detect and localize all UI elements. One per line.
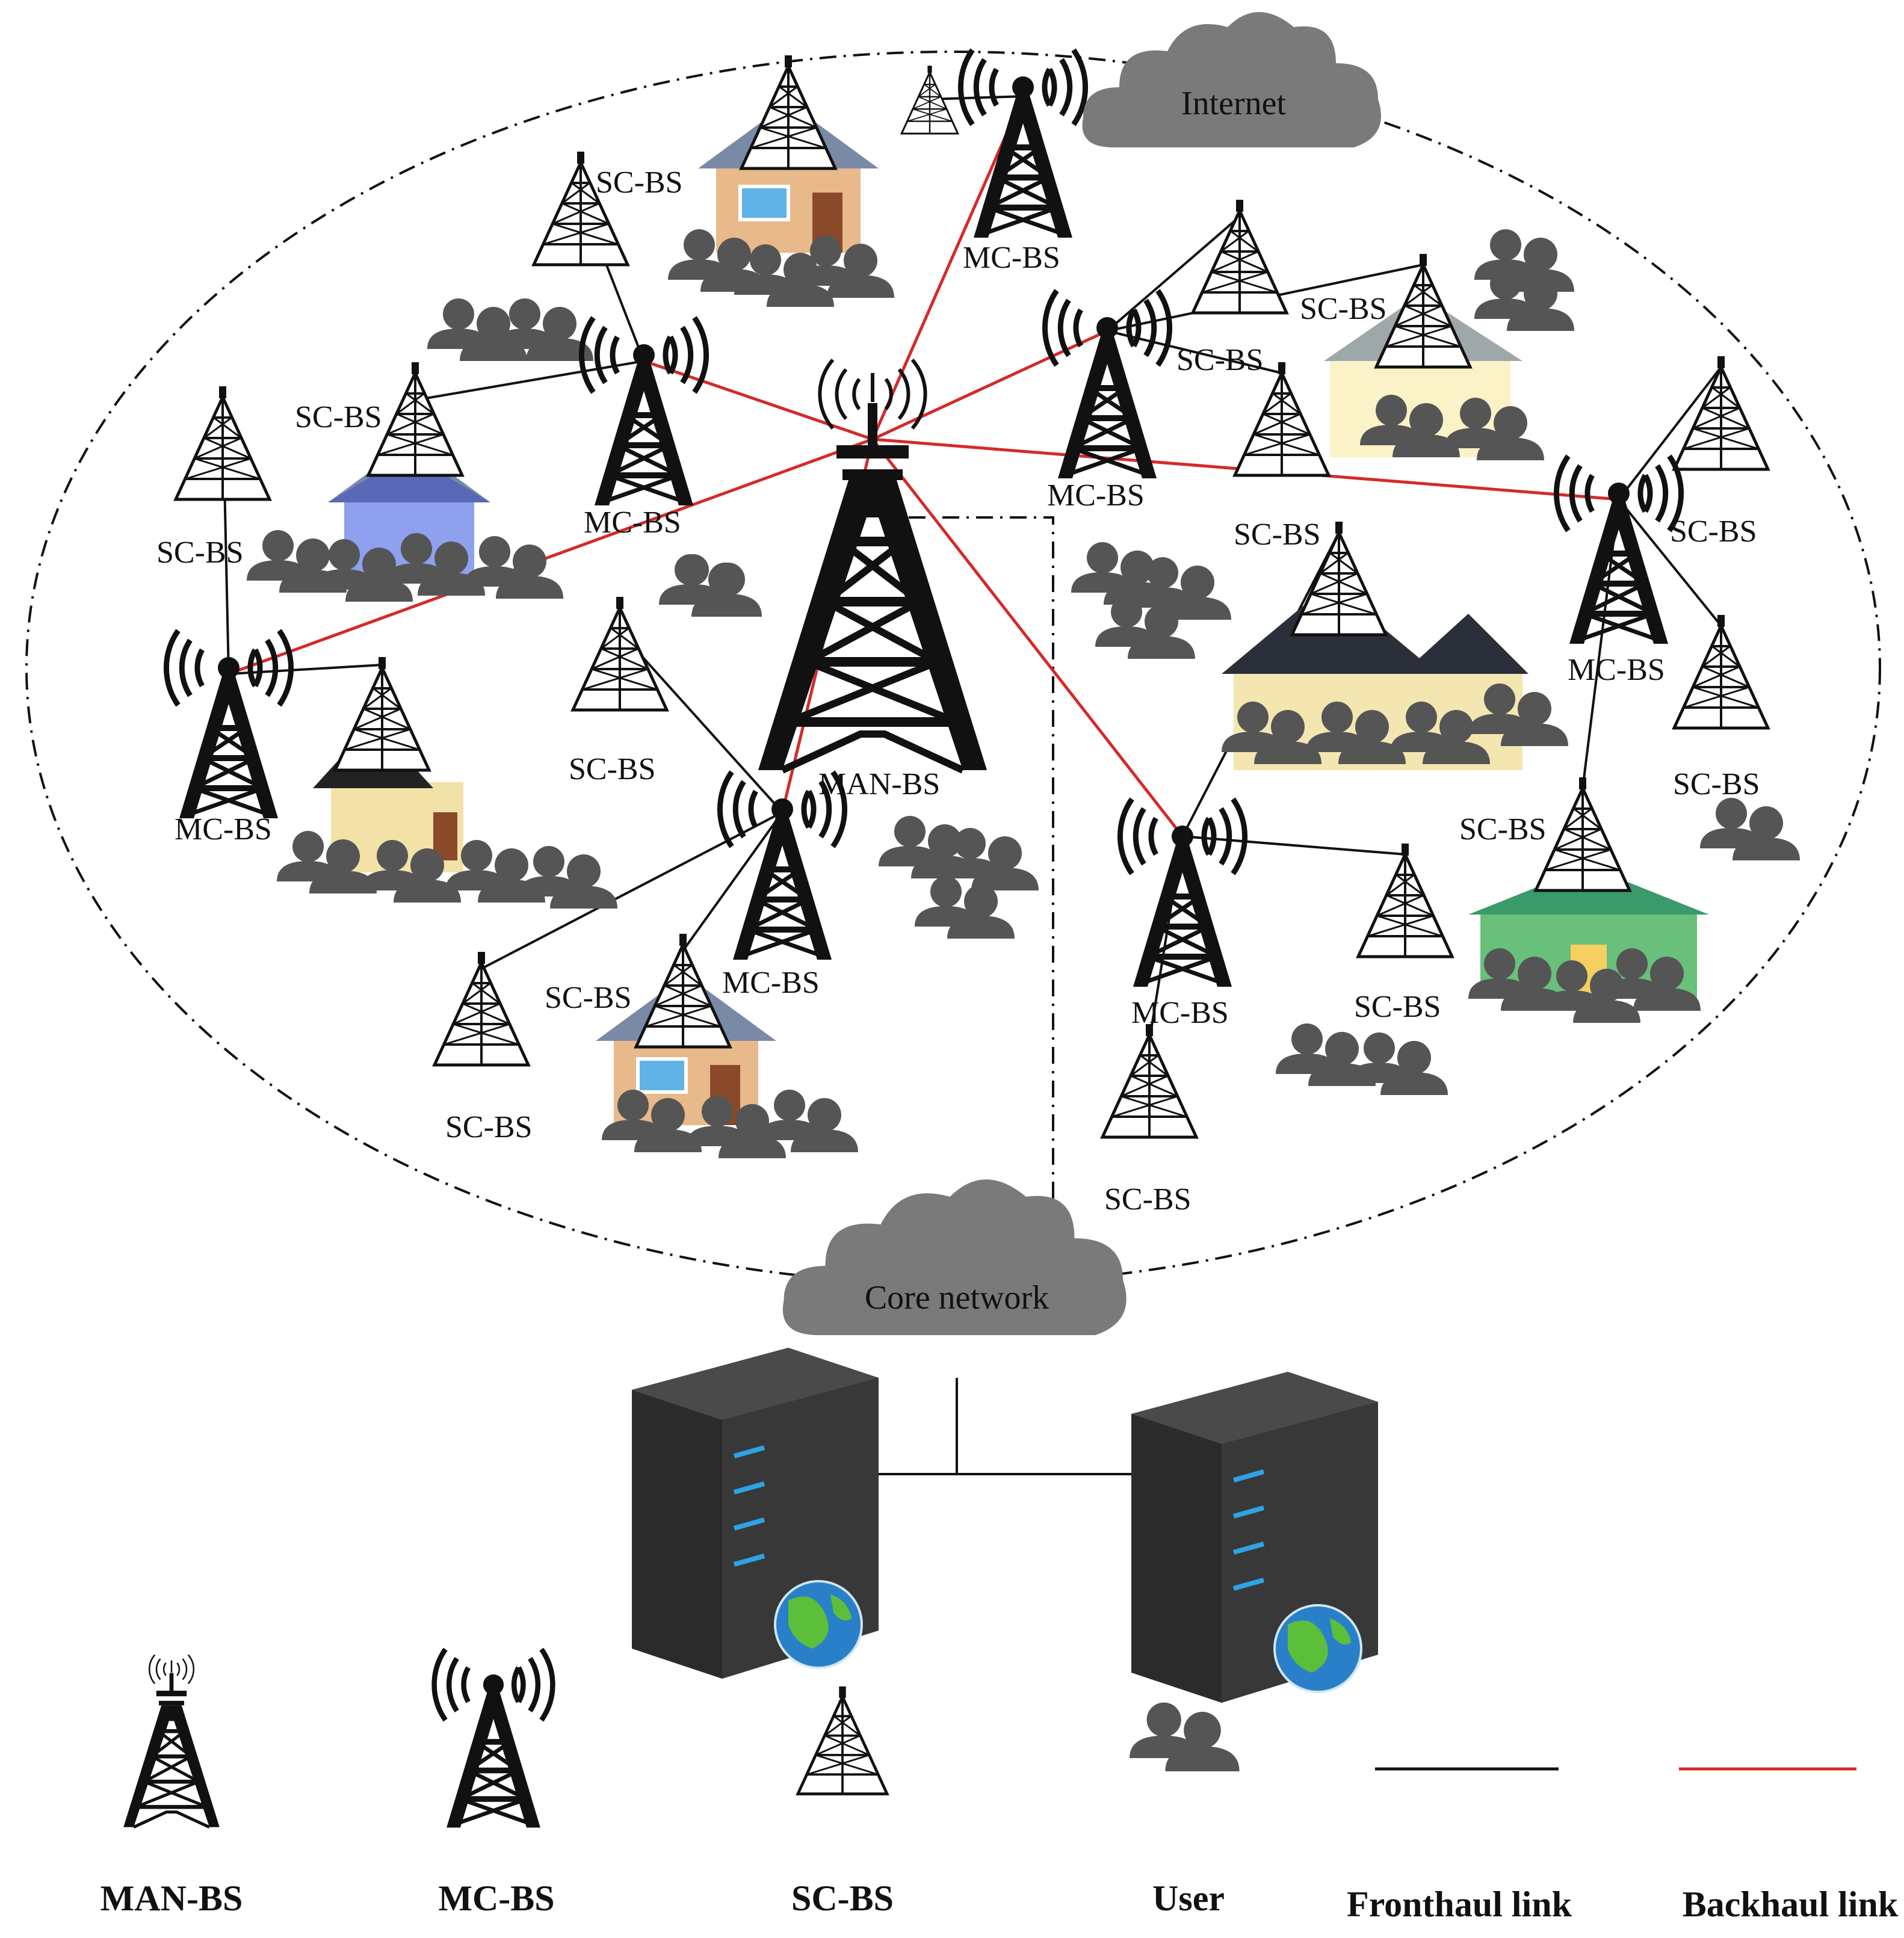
legend-backhaul-label: Backhaul link xyxy=(1683,1884,1899,1924)
legend-mc-bs-label: MC-BS xyxy=(438,1878,554,1918)
sc-bs-tower-icon xyxy=(1358,844,1452,957)
legend-user-label: User xyxy=(1152,1878,1225,1918)
legend-sc-bs-icon xyxy=(798,1686,887,1794)
sc-bs-label: SC-BS xyxy=(1354,990,1441,1024)
mc-bs-label: MC-BS xyxy=(584,505,681,540)
sc-bs-label: SC-BS xyxy=(1300,292,1387,326)
sc-bs-label: SC-BS xyxy=(1234,517,1321,552)
mc-bs-label: MC-BS xyxy=(1047,478,1145,513)
mc-bs-tower-icon xyxy=(1045,291,1169,478)
internet-label: Internet xyxy=(1181,85,1287,122)
man-bs-label: MAN-BS xyxy=(818,767,940,801)
sc-bs-label: SC-BS xyxy=(156,535,244,570)
sc-bs-tower-icon xyxy=(335,657,429,770)
server-icon xyxy=(1131,1372,1378,1703)
sc-bs-tower-icon xyxy=(636,934,730,1047)
mc-bs-label: MC-BS xyxy=(722,966,820,1000)
legend-mc-bs-icon xyxy=(434,1649,553,1827)
sc-bs-label: SC-BS xyxy=(569,752,656,786)
mc-bs-tower-icon xyxy=(1556,456,1681,644)
man-bs-tower-icon xyxy=(758,360,987,770)
sc-bs-tower-icon xyxy=(1536,777,1630,890)
mc-bs-label: MC-BS xyxy=(1568,653,1665,687)
core-network-label: Core network xyxy=(865,1279,1049,1316)
mc-bs-label: MC-BS xyxy=(1131,996,1229,1030)
sc-bs-label: SC-BS xyxy=(1670,514,1757,549)
sc-bs-label: SC-BS xyxy=(445,1110,533,1144)
sc-bs-label: SC-BS xyxy=(1673,767,1760,801)
sc-bs-tower-icon xyxy=(1674,356,1768,469)
legend-man-bs-label: MAN-BS xyxy=(100,1878,243,1918)
legend-user-icon xyxy=(1130,1702,1240,1771)
sc-bs-label: SC-BS xyxy=(596,165,683,200)
sc-bs-label: SC-BS xyxy=(295,400,382,434)
legend-fronthaul-label: Fronthaul link xyxy=(1347,1884,1572,1924)
sc-bs-label: SC-BS xyxy=(1104,1182,1192,1217)
legend: MAN-BS MC-BS SC-BS User Fronthaul link B… xyxy=(100,1649,1899,1924)
mc-bs-tower-icon xyxy=(1120,799,1244,987)
sc-bs-tower-icon xyxy=(741,55,835,168)
sc-bs-tower-icon xyxy=(1193,200,1287,313)
internet-cloud-icon xyxy=(1082,12,1381,147)
sc-bs-label: SC-BS xyxy=(545,981,632,1015)
sc-bs-label: SC-BS xyxy=(1459,812,1547,847)
sc-bs-tower-icon xyxy=(1674,615,1768,728)
sc-bs-tower-icon xyxy=(368,362,462,475)
core-link-dashed xyxy=(909,516,1054,1245)
mc-bs-tower-icon xyxy=(581,318,706,505)
node-labels: SC-BS SC-BS SC-BS SC-BS SC-BS SC-BS SC-B… xyxy=(156,165,1760,1217)
mc-bs-tower-icon xyxy=(166,631,291,818)
sc-bs-tower-icon xyxy=(1102,1024,1196,1137)
mc-bs-label: MC-BS xyxy=(175,812,272,847)
sc-bs-tower-icon xyxy=(434,952,528,1065)
sc-bs-tower-icon xyxy=(1235,362,1329,475)
mc-bs-tower-icon xyxy=(960,50,1085,238)
mc-bs-label: MC-BS xyxy=(963,241,1060,275)
sc-bs-tower-icon xyxy=(176,386,270,499)
sc-bs-label: SC-BS xyxy=(1176,343,1264,377)
legend-sc-bs-label: SC-BS xyxy=(791,1878,894,1918)
server-icon xyxy=(632,1348,879,1679)
legend-man-bs-icon xyxy=(123,1655,220,1827)
sc-bs-tower-icon xyxy=(573,597,667,710)
